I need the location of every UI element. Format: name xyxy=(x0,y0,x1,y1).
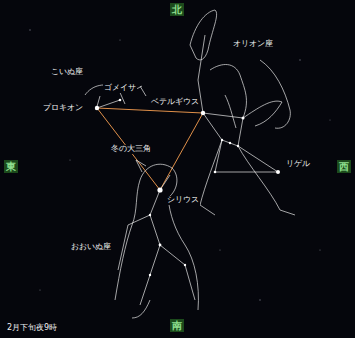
star-name: プロキオン xyxy=(42,104,84,113)
asterism-name: 冬の大三角 xyxy=(110,145,152,154)
time-note: 2月下旬夜9時 xyxy=(6,324,58,333)
compass-north: 北 xyxy=(170,3,184,16)
constellation-name: おおいぬ座 xyxy=(70,243,112,252)
star-name: ゴメイサ xyxy=(103,84,137,93)
star-name: シリウス xyxy=(166,196,200,205)
compass-east: 東 xyxy=(4,160,18,173)
compass-south: 南 xyxy=(170,319,184,332)
compass-west: 西 xyxy=(337,160,351,173)
constellation-name: こいぬ座 xyxy=(50,68,84,77)
star-name: リゲル xyxy=(285,160,311,169)
constellation-name: オリオン座 xyxy=(232,40,274,49)
star-name: ベテルギウス xyxy=(150,98,200,107)
